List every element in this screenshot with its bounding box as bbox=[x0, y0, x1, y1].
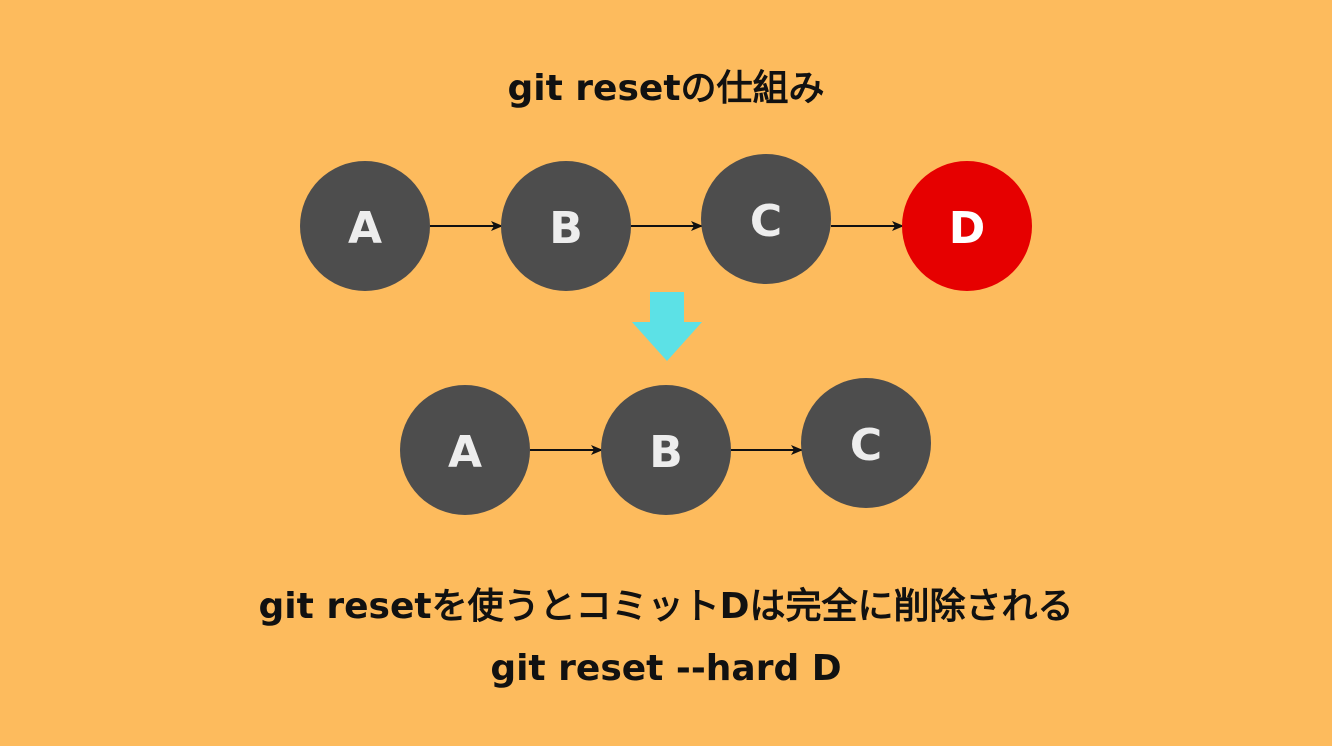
before-node-b-label: B bbox=[549, 203, 583, 254]
after-node-a-label: A bbox=[448, 427, 482, 478]
after-node-b: B bbox=[601, 385, 731, 515]
before-node-d: D bbox=[902, 161, 1032, 291]
after-node-c-label: C bbox=[850, 420, 882, 471]
before-node-c: C bbox=[701, 154, 831, 284]
diagram-title: git resetの仕組み bbox=[507, 68, 825, 109]
before-node-d-label: D bbox=[949, 203, 986, 254]
before-node-a: A bbox=[300, 161, 430, 291]
after-node-c: C bbox=[801, 378, 931, 508]
arrow-down-icon bbox=[632, 292, 702, 361]
caption-description: git resetを使うとコミットDは完全に削除される bbox=[258, 586, 1074, 627]
before-node-b: B bbox=[501, 161, 631, 291]
before-node-c-label: C bbox=[750, 196, 782, 247]
after-node-b-label: B bbox=[649, 427, 683, 478]
before-node-a-label: A bbox=[348, 203, 382, 254]
after-node-a: A bbox=[400, 385, 530, 515]
caption-command: git reset --hard D bbox=[490, 648, 842, 689]
